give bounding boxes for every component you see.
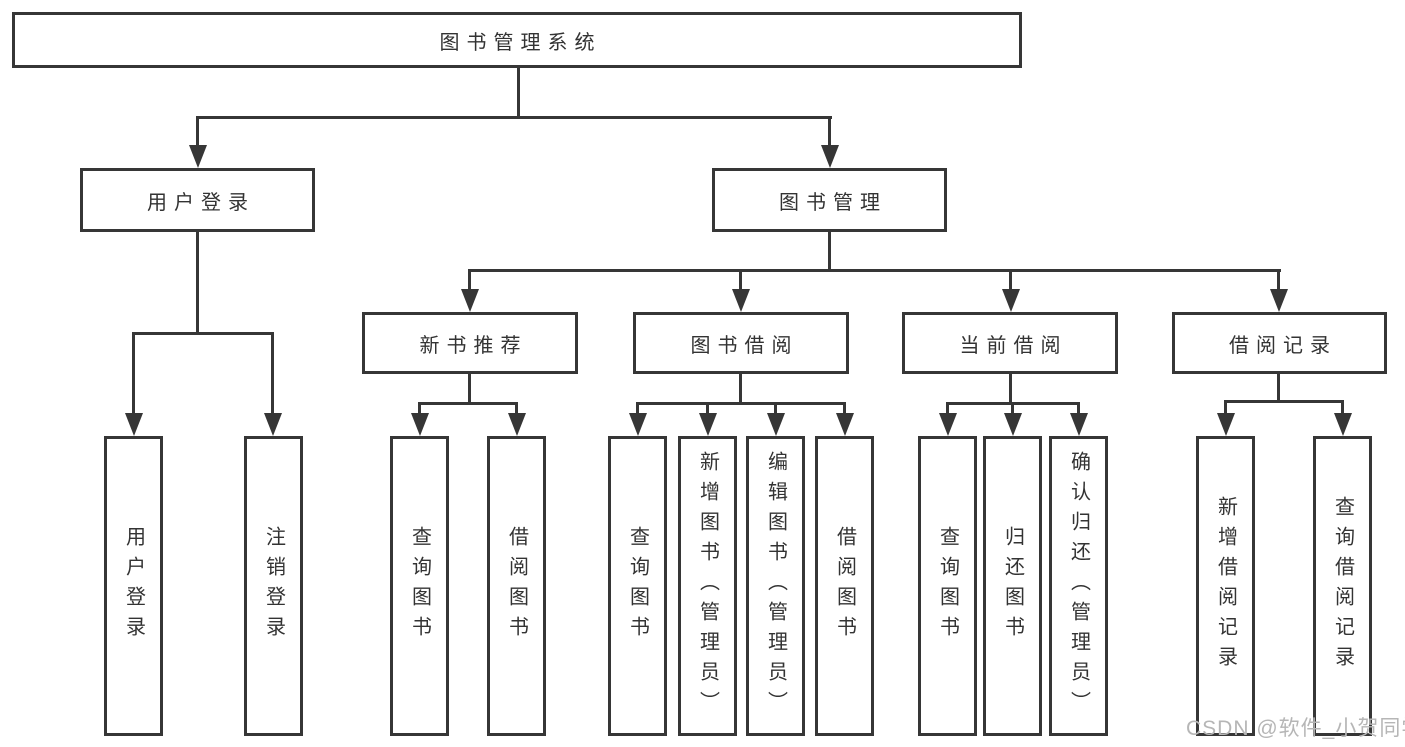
leaf-borrow-books: 借阅图书 — [487, 436, 546, 736]
arrowhead-down-icon — [1216, 413, 1235, 436]
leaf-label: 用户登录 — [122, 526, 145, 646]
connector-mgmt-stem — [828, 232, 831, 272]
node-label: 用户登录 — [147, 191, 255, 214]
connector-records-bar — [1224, 400, 1344, 403]
arrowhead-down-icon — [938, 413, 957, 436]
arrowhead-down-icon — [188, 145, 207, 168]
connector-drop-user-login — [196, 116, 199, 148]
connector-drop-leaf — [1341, 400, 1344, 414]
connector-newbook-stem — [468, 374, 471, 405]
connector-root-bar — [196, 116, 832, 119]
connector-drop-leaf — [132, 332, 135, 415]
node-borrow-records: 借阅记录 — [1172, 312, 1387, 374]
leaf-label: 归还图书 — [1001, 526, 1024, 646]
connector-drop-leaf — [418, 402, 421, 414]
node-book-borrow: 图书借阅 — [633, 312, 849, 374]
leaf-label: 查询图书 — [408, 526, 431, 646]
connector-drop-book-management — [828, 116, 831, 148]
node-label: 借阅记录 — [1229, 334, 1337, 357]
leaf-edit-books-admin: 编辑图书（管理员） — [746, 436, 805, 736]
node-current-borrow: 当前借阅 — [902, 312, 1118, 374]
connector-drop-leaf — [1011, 402, 1014, 414]
connector-drop-leaf — [515, 402, 518, 414]
leaf-label: 借阅图书 — [505, 526, 528, 646]
connector-records-stem — [1277, 374, 1280, 403]
arrowhead-down-icon — [410, 413, 429, 436]
node-new-book-recommend: 新书推荐 — [362, 312, 578, 374]
leaf-label: 查询图书 — [626, 526, 649, 646]
connector-drop-leaf — [636, 402, 639, 414]
leaf-label: 新增图书（管理员） — [696, 451, 719, 721]
leaf-confirm-return-admin: 确认归还（管理员） — [1049, 436, 1108, 736]
connector-drop-leaf — [774, 402, 777, 414]
connector-login-bar — [132, 332, 274, 335]
csdn-watermark: CSDN @软件_小贺同学 — [1186, 717, 1405, 740]
leaf-query-books: 查询图书 — [608, 436, 667, 736]
leaf-logout: 注销登录 — [244, 436, 303, 736]
arrowhead-down-icon — [731, 289, 750, 312]
arrowhead-down-icon — [1269, 289, 1288, 312]
leaf-label: 借阅图书 — [833, 526, 856, 646]
connector-drop-leaf — [946, 402, 949, 414]
connector-drop-leaf — [1224, 400, 1227, 414]
arrowhead-down-icon — [835, 413, 854, 436]
connector-current-stem — [1009, 374, 1012, 405]
arrowhead-down-icon — [820, 145, 839, 168]
connector-drop-leaf — [706, 402, 709, 414]
node-book-management: 图书管理 — [712, 168, 947, 232]
arrowhead-down-icon — [507, 413, 526, 436]
connector-drop-leaf — [271, 332, 274, 415]
leaf-query-books: 查询图书 — [918, 436, 977, 736]
node-user-login: 用户登录 — [80, 168, 315, 232]
arrowhead-down-icon — [698, 413, 717, 436]
arrowhead-down-icon — [766, 413, 785, 436]
arrowhead-down-icon — [628, 413, 647, 436]
leaf-label: 确认归还（管理员） — [1067, 451, 1090, 721]
node-label: 图书管理系统 — [439, 31, 602, 54]
connector-newbook-bar — [418, 402, 518, 405]
leaf-query-borrow-record: 查询借阅记录 — [1313, 436, 1372, 736]
connector-drop-book-borrow — [739, 269, 742, 290]
node-label: 新书推荐 — [419, 334, 528, 357]
arrowhead-down-icon — [460, 289, 479, 312]
connector-drop-leaf — [843, 402, 846, 414]
arrowhead-down-icon — [1069, 413, 1088, 436]
node-label: 图书管理 — [779, 191, 887, 214]
connector-drop-borrow-records — [1277, 269, 1280, 290]
leaf-label: 查询图书 — [936, 526, 959, 646]
node-library-management-system: 图书管理系统 — [12, 12, 1022, 68]
node-label: 图书借阅 — [690, 334, 799, 357]
connector-drop-new-book — [468, 269, 471, 290]
arrowhead-down-icon — [124, 413, 143, 436]
leaf-user-login: 用户登录 — [104, 436, 163, 736]
leaf-label: 新增借阅记录 — [1214, 496, 1237, 676]
leaf-label: 查询借阅记录 — [1331, 496, 1354, 676]
arrowhead-down-icon — [1003, 413, 1022, 436]
connector-drop-leaf — [1077, 402, 1080, 414]
connector-drop-current-borrow — [1009, 269, 1012, 290]
connector-mgmt-bar — [468, 269, 1281, 272]
leaf-label: 编辑图书（管理员） — [764, 451, 787, 721]
arrowhead-down-icon — [1001, 289, 1020, 312]
leaf-query-books: 查询图书 — [390, 436, 449, 736]
connector-root-stem — [517, 66, 520, 118]
arrowhead-down-icon — [263, 413, 282, 436]
leaf-borrow-books: 借阅图书 — [815, 436, 874, 736]
leaf-label: 注销登录 — [262, 526, 285, 646]
connector-borrow-stem — [739, 374, 742, 405]
arrowhead-down-icon — [1333, 413, 1352, 436]
leaf-return-books: 归还图书 — [983, 436, 1042, 736]
leaf-add-books-admin: 新增图书（管理员） — [678, 436, 737, 736]
connector-borrow-bar — [636, 402, 846, 405]
leaf-add-borrow-record: 新增借阅记录 — [1196, 436, 1255, 736]
connector-login-stem — [196, 230, 199, 334]
node-label: 当前借阅 — [959, 334, 1068, 357]
